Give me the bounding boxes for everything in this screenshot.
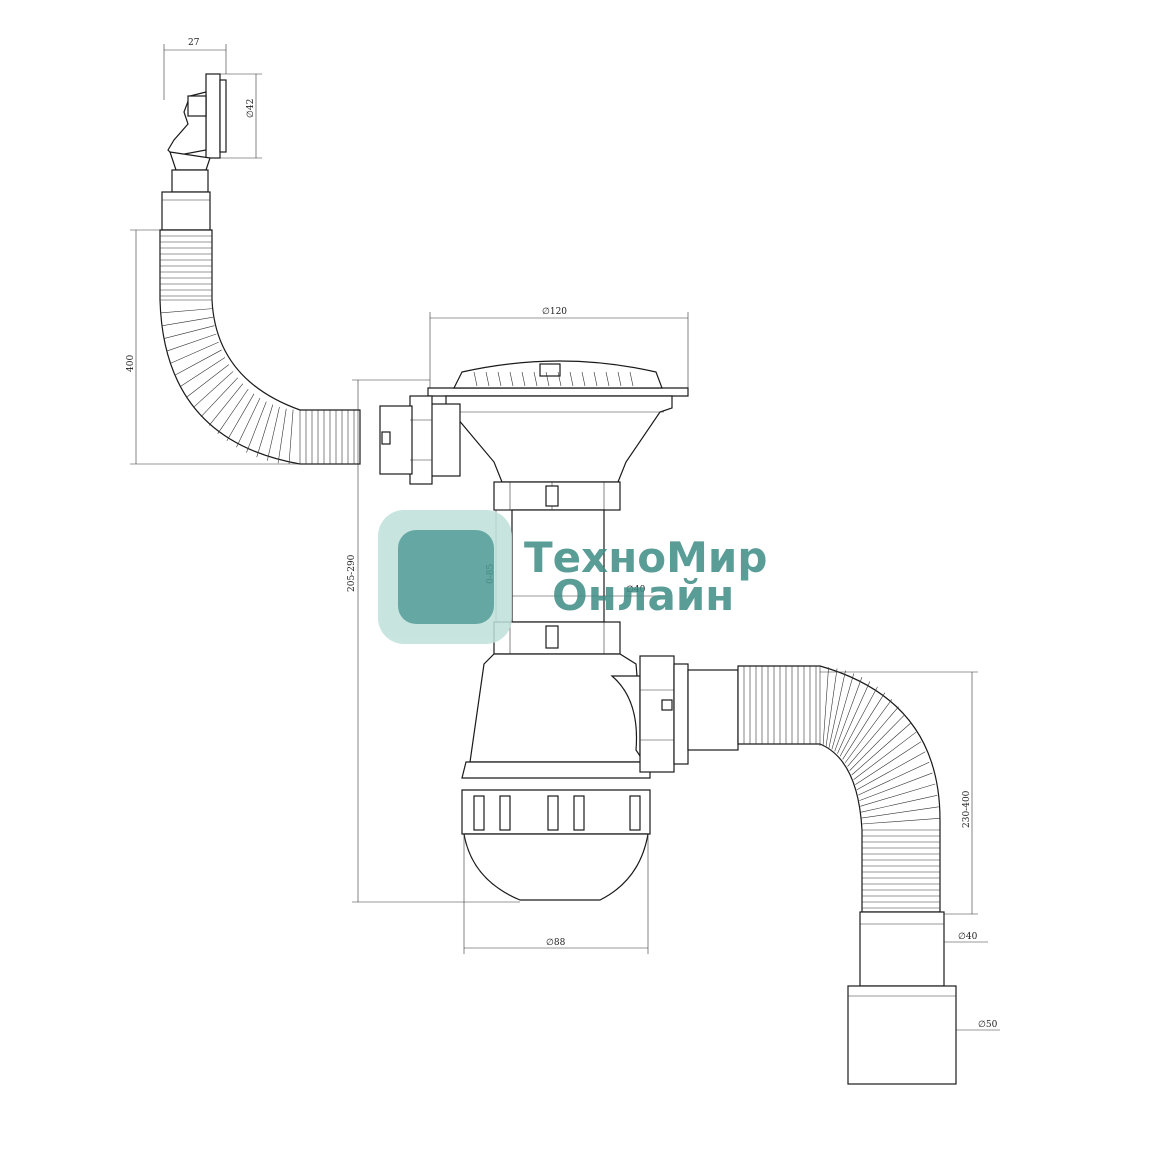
strainer-bowl	[427, 360, 689, 483]
lower-nut	[493, 621, 621, 655]
watermark-line-1: ТехноМир	[524, 533, 767, 582]
dim-total-height: 205-290	[347, 554, 357, 592]
dim-outlet-diameter-small: ∅40	[958, 932, 978, 942]
overflow-hose	[159, 229, 361, 465]
outlet-sleeve	[847, 911, 957, 1085]
dim-overflow-hose-length: 400	[126, 355, 136, 372]
logo-square-icon	[378, 510, 512, 644]
watermark-line-2: Онлайн	[552, 571, 734, 620]
outlet-nut	[639, 655, 739, 773]
dim-strainer-diameter: ∅120	[542, 307, 567, 317]
dimension-lines	[130, 44, 1000, 1031]
dim-outlet-diameter-large: ∅50	[978, 1020, 998, 1030]
bottle-trap	[461, 653, 651, 901]
outlet-hose	[737, 665, 941, 913]
overflow-fitting	[161, 73, 227, 231]
upper-nut	[493, 481, 621, 511]
overflow-connector-nut	[379, 395, 461, 485]
dim-overflow-diameter: ∅42	[246, 99, 256, 118]
dim-overflow-width: 27	[188, 38, 200, 48]
dim-outlet-hose-length: 230-400	[962, 790, 972, 828]
watermark: ТехноМир Онлайн	[378, 510, 767, 644]
tail-pipe	[511, 509, 605, 623]
dim-bottle-diameter: ∅88	[546, 938, 566, 948]
dim-tail-diameter: ∅40	[626, 585, 646, 595]
